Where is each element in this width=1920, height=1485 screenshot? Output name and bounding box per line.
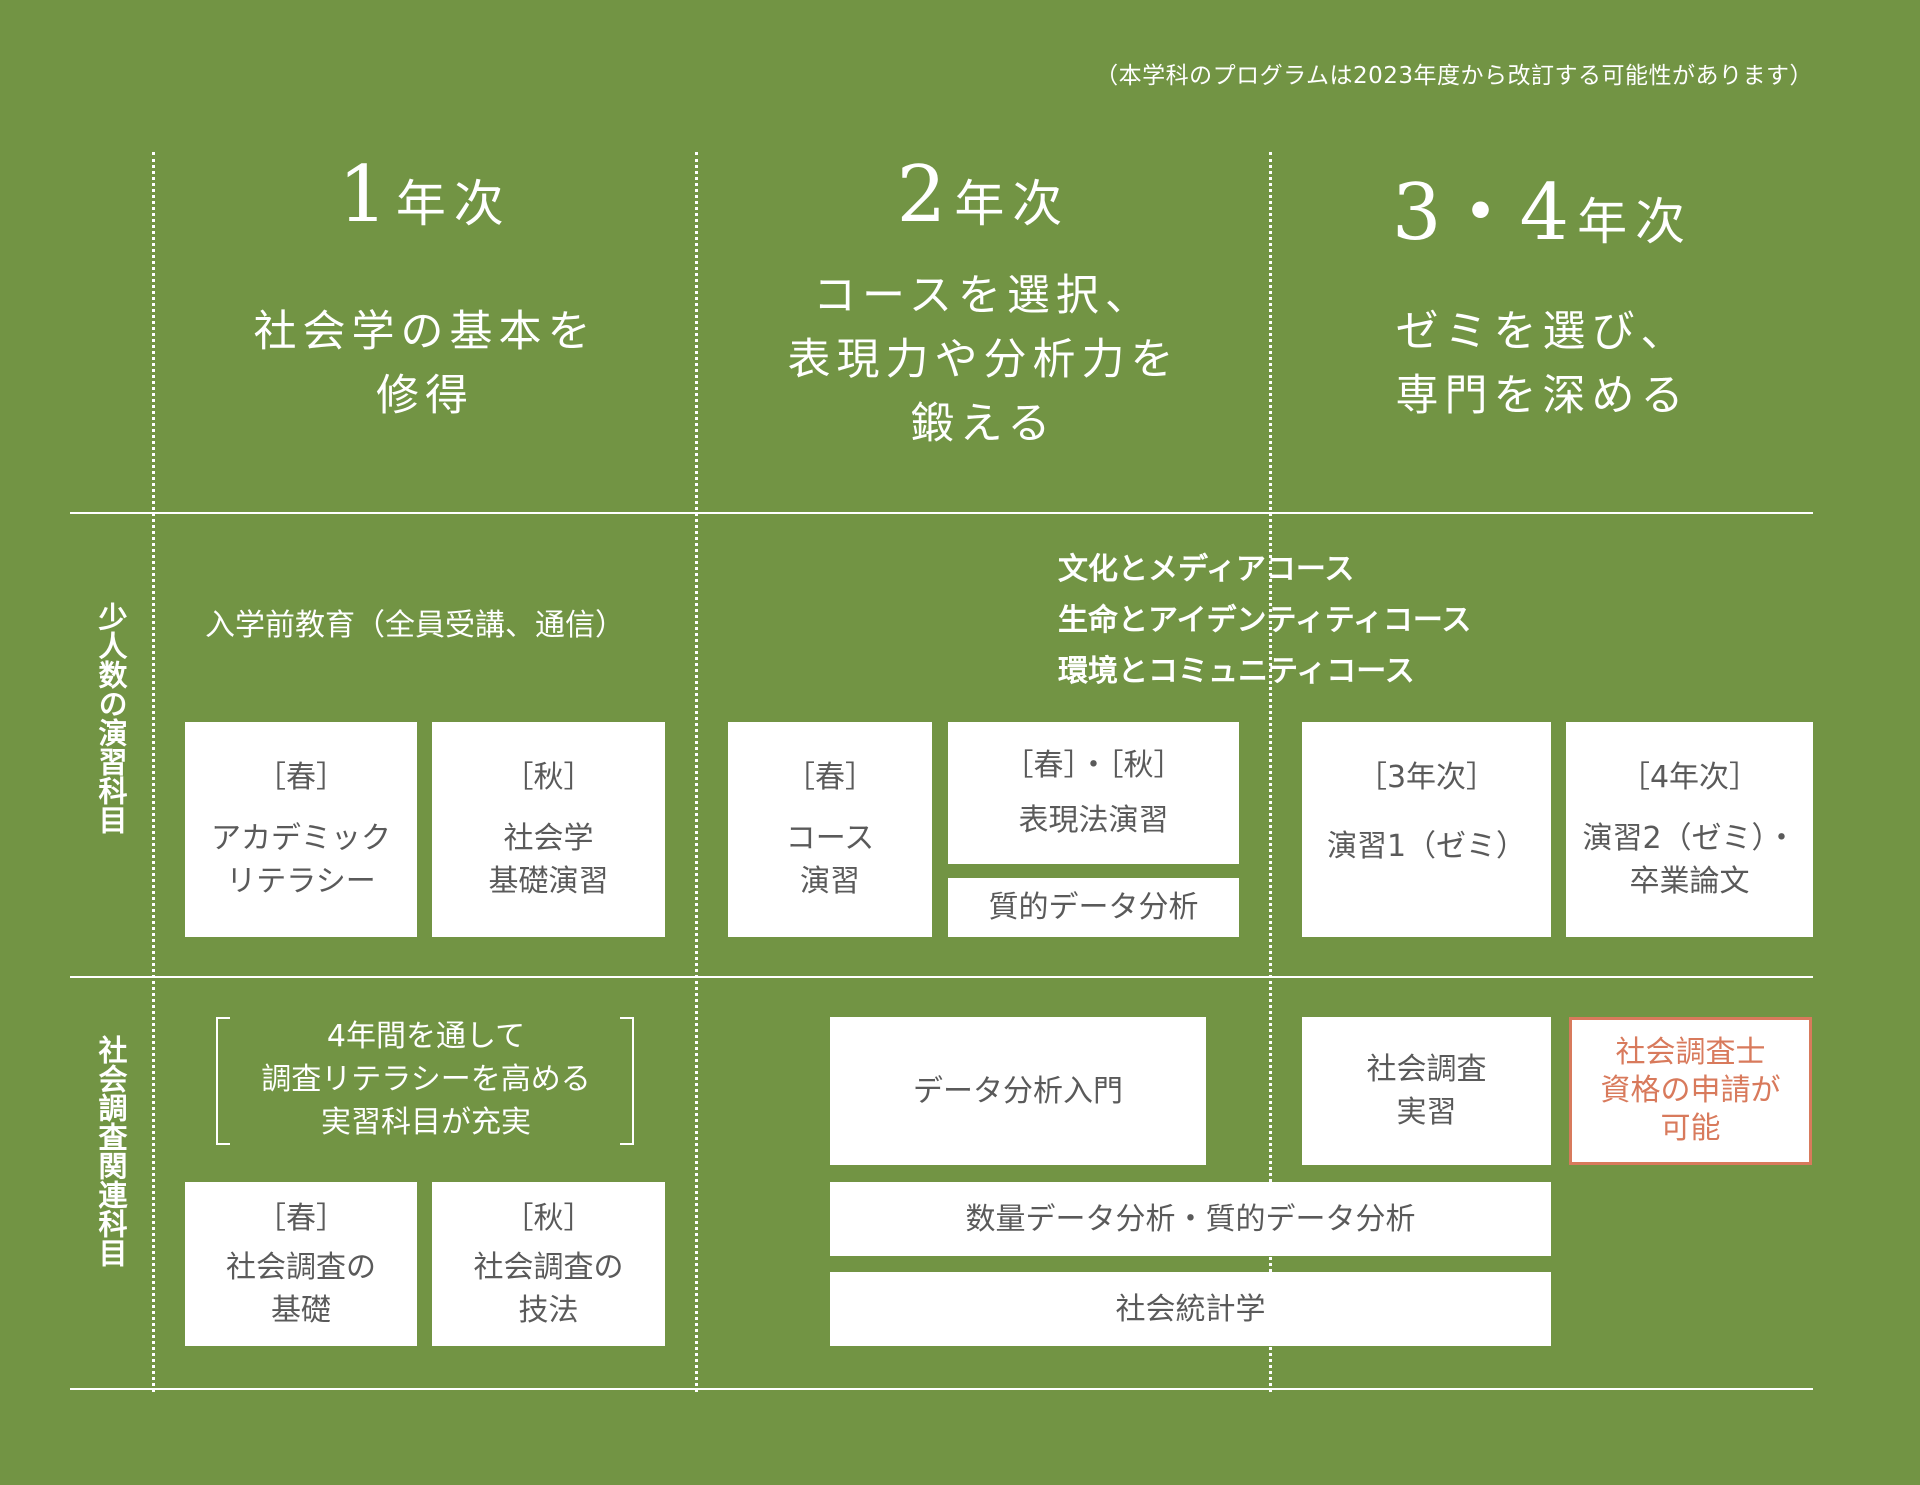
box-title: 社会調査の 基礎: [226, 1249, 376, 1328]
box-title: 社会学 基礎演習: [488, 821, 609, 899]
box-title: 社会調査の 技法: [473, 1249, 624, 1328]
box-season: ［秋］: [503, 760, 594, 795]
box-title: 表現法演習: [1018, 803, 1169, 838]
year2-number: 2: [896, 150, 947, 240]
course-culture-media: 文化とメディアコース: [1058, 552, 1355, 587]
seminar1-box: ［3年次］ 演習1（ゼミ）: [1302, 722, 1551, 937]
box-title: 演習2（ゼミ）・ 卒業論文: [1582, 821, 1797, 899]
box-title: アカデミック リテラシー: [211, 821, 391, 899]
year1-description: 社会学の基本を 修得: [253, 307, 597, 421]
academic-literacy-box: ［春］ アカデミック リテラシー: [185, 722, 417, 937]
course-environment-community: 環境とコミュニティコース: [1058, 654, 1415, 689]
year34-description: ゼミを選び、 専門を深める: [1395, 307, 1690, 421]
column-divider-2-34: [1269, 152, 1272, 1392]
right-bracket: [620, 1017, 634, 1145]
column-divider-1-2: [695, 152, 698, 1392]
course-life-identity: 生命とアイデンティティコース: [1058, 603, 1472, 638]
survey-literacy-note: 4年間を通して 調査リテラシーを高める 実習科目が充実: [261, 1019, 591, 1140]
qualitative-analysis-box: 質的データ分析: [948, 878, 1239, 937]
course-list: 文化とメディアコース 生命とアイデンティティコース 環境とコミュニティコース: [1058, 544, 1471, 697]
box-season: ［3年次］: [1356, 759, 1497, 795]
survey-basics-box: ［春］ 社会調査の 基礎: [185, 1182, 417, 1346]
row-divider-middle: [70, 976, 1813, 978]
pre-education-text: 入学前教育（全員受講、通信）: [205, 608, 625, 643]
box-season: ［春］: [785, 760, 875, 795]
box-season: ［春］: [256, 760, 346, 795]
box-title: 質的データ分析: [988, 890, 1199, 925]
data-analysis-intro-box: データ分析入門: [830, 1017, 1206, 1165]
box-season: ［4年次］: [1619, 760, 1760, 795]
revision-note: （本学科のプログラムは2023年度から改訂する可能性があります）: [1095, 63, 1813, 89]
row2-label: 社会調査関連科目: [94, 1035, 128, 1267]
box-title: 社会調査士 資格の申請が 可能: [1600, 1035, 1781, 1146]
row-divider-top: [70, 512, 1813, 514]
seminar2-thesis-box: ［4年次］ 演習2（ゼミ）・ 卒業論文: [1566, 722, 1813, 937]
certification-box: 社会調査士 資格の申請が 可能: [1569, 1017, 1812, 1165]
quant-qual-analysis-box: 数量データ分析・質的データ分析: [830, 1182, 1551, 1256]
year1-number: 1: [338, 150, 388, 240]
box-title: 演習1（ゼミ）: [1326, 828, 1527, 864]
box-title: 数量データ分析・質的データ分析: [965, 1201, 1416, 1237]
year34-unit: 年次: [1577, 193, 1694, 251]
box-season: ［春］: [256, 1200, 346, 1236]
social-statistics-box: 社会統計学: [830, 1272, 1551, 1346]
year34-number: 3・4: [1391, 168, 1570, 258]
row-divider-bottom: [70, 1388, 1813, 1390]
survey-practice-box: 社会調査 実習: [1302, 1017, 1551, 1165]
box-title: 社会統計学: [1115, 1291, 1266, 1327]
survey-techniques-box: ［秋］ 社会調査の 技法: [432, 1182, 665, 1346]
box-season: ［春］・［秋］: [1003, 748, 1184, 783]
year1-heading: 1 年次: [155, 150, 695, 240]
sociology-basic-seminar-box: ［秋］ 社会学 基礎演習: [432, 722, 665, 937]
row1-label: 少人数の演習科目: [94, 602, 128, 834]
year2-description: コースを選択、 表現力や分析力を 鍛える: [787, 271, 1180, 449]
box-title: 社会調査 実習: [1366, 1052, 1487, 1130]
expression-seminar-box: ［春］・［秋］ 表現法演習: [948, 722, 1239, 864]
left-bracket: [216, 1017, 230, 1145]
course-seminar-box: ［春］ コース 演習: [728, 722, 932, 937]
box-title: コース 演習: [785, 821, 875, 899]
year1-unit: 年次: [395, 175, 512, 233]
year2-unit: 年次: [954, 175, 1071, 233]
column-divider-left: [152, 152, 155, 1392]
box-season: ［秋］: [503, 1200, 594, 1236]
year34-heading: 3・4 年次: [1272, 150, 1813, 258]
box-title: データ分析入門: [913, 1073, 1123, 1109]
year2-heading: 2 年次: [698, 150, 1269, 240]
